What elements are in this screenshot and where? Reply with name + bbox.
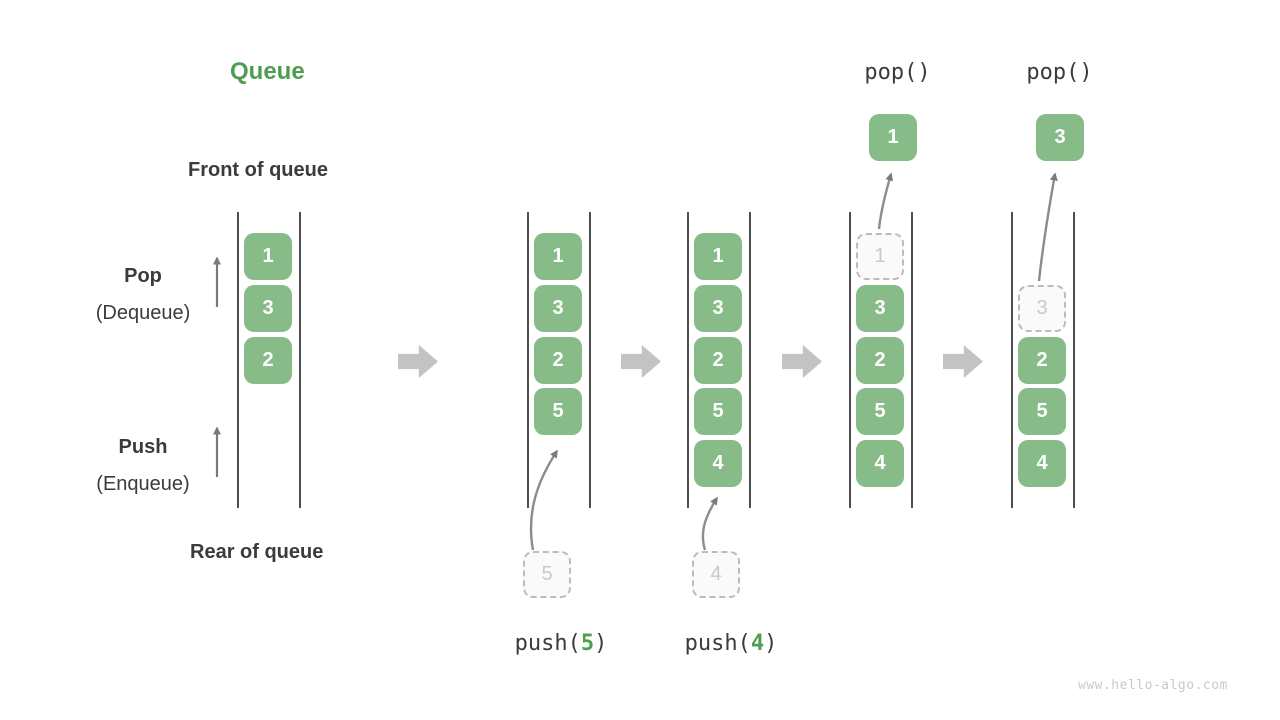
push-4-label: push(4)	[670, 631, 792, 656]
removed-item-ghost: 1	[856, 233, 904, 280]
queue-item: 4	[694, 440, 742, 487]
rear-of-queue-label: Rear of queue	[190, 541, 324, 563]
push-close-paren: )	[594, 631, 608, 656]
incoming-item-ghost: 5	[523, 551, 571, 598]
queue-rail	[589, 212, 591, 508]
queue-item: 1	[534, 233, 582, 280]
queue-item: 3	[534, 285, 582, 332]
removed-item-ghost: 3	[1018, 285, 1066, 332]
queue-item: 5	[1018, 388, 1066, 435]
queue-item: 4	[856, 440, 904, 487]
push-call-text: push(	[684, 631, 751, 656]
push-label: Push	[118, 436, 168, 458]
pop-3-arrow-icon	[1037, 172, 1058, 282]
push-5-label: push(5)	[500, 631, 622, 656]
queue-item: 3	[694, 285, 742, 332]
queue-item: 1	[694, 233, 742, 280]
queue-rail	[1073, 212, 1075, 508]
pop-call-label: pop()	[1026, 60, 1093, 85]
queue-rail	[1011, 212, 1013, 508]
pop-1-arrow-icon	[877, 172, 894, 230]
queue-item: 2	[1018, 337, 1066, 384]
pop-dequeue-label: Pop (Dequeue)	[68, 258, 218, 332]
pop-label: Pop	[124, 265, 162, 287]
queue-rail	[911, 212, 913, 508]
push-arg: 5	[580, 631, 595, 656]
queue-item: 2	[244, 337, 292, 384]
queue-rail	[849, 212, 851, 508]
push-call-text: push(	[514, 631, 581, 656]
queue-item: 1	[244, 233, 292, 280]
popped-item: 1	[869, 114, 917, 161]
queue-item: 2	[534, 337, 582, 384]
push-close-paren: )	[764, 631, 778, 656]
pop-call-label: pop()	[864, 60, 931, 85]
dequeue-label: (Dequeue)	[95, 302, 191, 324]
transition-arrow-icon	[782, 345, 822, 378]
push-arg: 4	[750, 631, 765, 656]
popped-item: 3	[1036, 114, 1084, 161]
front-of-queue-label: Front of queue	[188, 159, 328, 181]
queue-rail	[299, 212, 301, 508]
queue-item: 3	[244, 285, 292, 332]
queue-item: 5	[856, 388, 904, 435]
incoming-item-ghost: 4	[692, 551, 740, 598]
transition-arrow-icon	[621, 345, 661, 378]
queue-item: 3	[856, 285, 904, 332]
queue-item: 2	[856, 337, 904, 384]
queue-rail	[527, 212, 529, 508]
queue-rail	[237, 212, 239, 508]
queue-item: 4	[1018, 440, 1066, 487]
push-5-arrow-icon	[529, 449, 559, 551]
queue-item: 5	[534, 388, 582, 435]
push-4-arrow-icon	[701, 496, 719, 551]
queue-rail	[749, 212, 751, 508]
queue-item: 2	[694, 337, 742, 384]
queue-item: 5	[694, 388, 742, 435]
queue-rail	[687, 212, 689, 508]
transition-arrow-icon	[943, 345, 983, 378]
transition-arrow-icon	[398, 345, 438, 378]
push-enqueue-label: Push (Enqueue)	[68, 429, 218, 503]
watermark: www.hello-algo.com	[1078, 678, 1228, 693]
enqueue-label: (Enqueue)	[96, 473, 190, 495]
diagram-title: Queue	[230, 58, 305, 85]
